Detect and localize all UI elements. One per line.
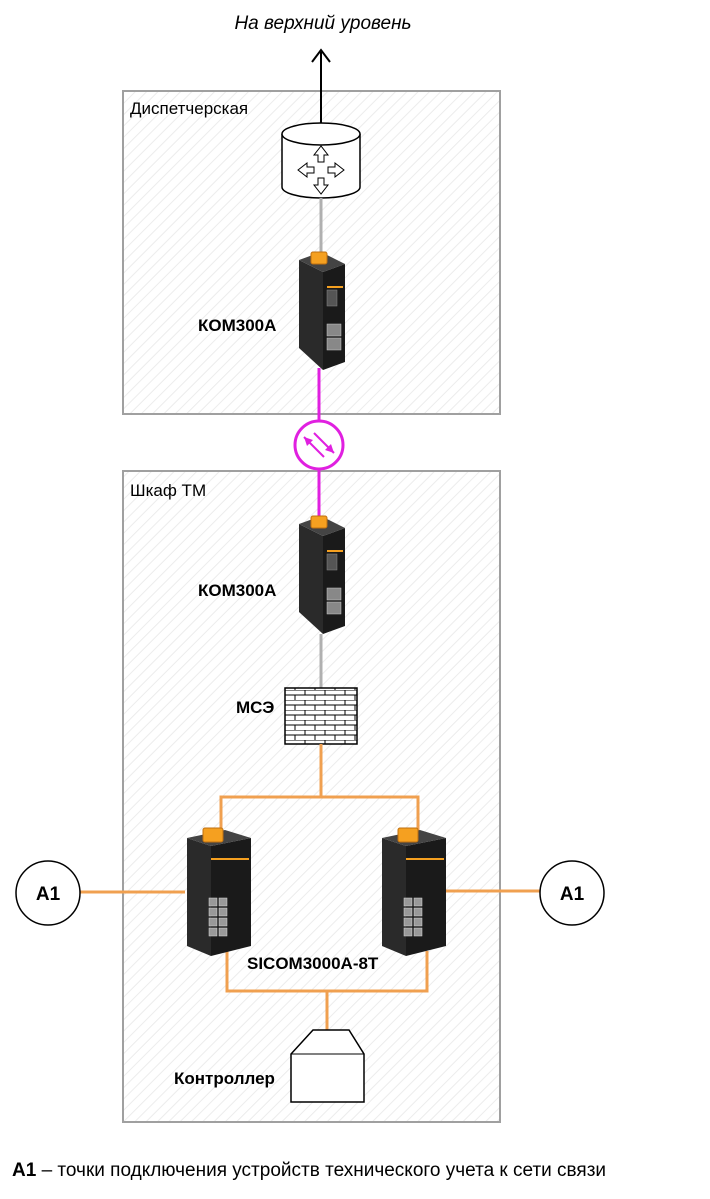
a1-node-right xyxy=(539,860,605,926)
zone-dispatch-label: Диспетчерская xyxy=(130,99,248,118)
legend-term: А1 xyxy=(12,1160,37,1181)
zone-cabinet-label: Шкаф ТМ xyxy=(130,481,206,500)
kom300a-label-bottom: КОМ300А xyxy=(198,581,276,600)
controller-label: Контроллер xyxy=(174,1069,275,1088)
router-icon xyxy=(281,122,361,199)
kom300a-device-top xyxy=(299,251,345,370)
a1-node-left xyxy=(15,860,81,926)
fiber-converter-icon xyxy=(293,419,345,471)
uplink-arrow-icon xyxy=(311,48,331,126)
sicom3000a-switch-left xyxy=(187,827,251,956)
kom300a-device-bottom xyxy=(299,515,345,634)
link-firewall-switches xyxy=(219,744,323,838)
uplink-label: На верхний уровень xyxy=(234,13,411,34)
legend-caption: А1 – точки подключения устройств техниче… xyxy=(12,1160,606,1182)
switch-label: SICOM3000A-8T xyxy=(247,954,379,973)
ethernet-links xyxy=(80,744,540,1030)
a1-node-left-label: А1 xyxy=(36,884,61,905)
kom300a-label-top: КОМ300А xyxy=(198,316,276,335)
firewall-label: МСЭ xyxy=(236,698,274,717)
link-firewall-switch-right xyxy=(321,795,420,838)
a1-node-right-label: А1 xyxy=(560,884,585,905)
legend-definition: – точки подключения устройств техническо… xyxy=(41,1160,607,1181)
firewall-icon xyxy=(284,687,358,745)
sicom3000a-switch-right xyxy=(382,827,446,956)
